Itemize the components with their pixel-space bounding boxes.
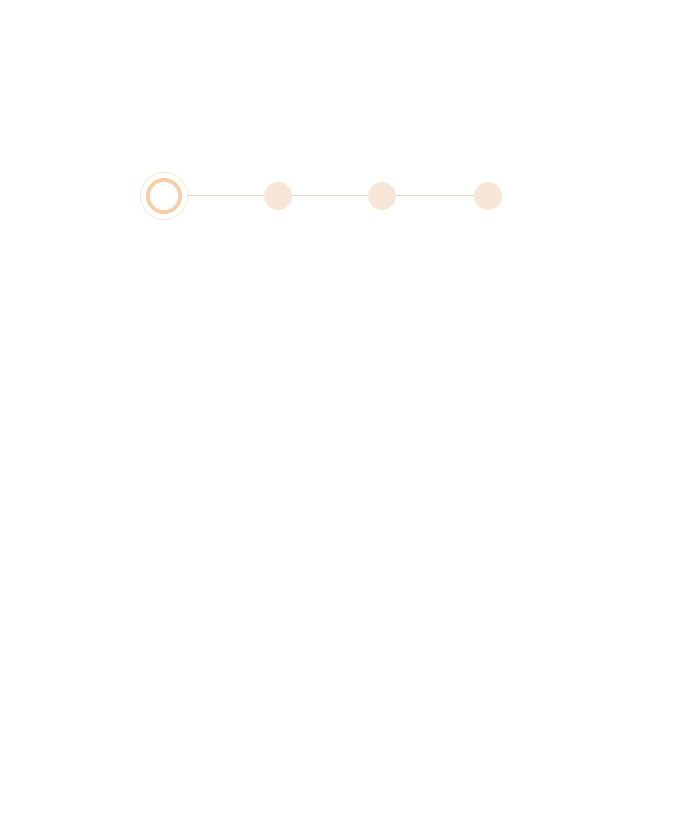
step-connector-2 (292, 195, 371, 196)
step-3-indicator[interactable] (368, 182, 396, 210)
step-connector-3 (396, 195, 478, 196)
step-4-indicator[interactable] (474, 182, 502, 210)
step-1-indicator[interactable] (140, 172, 188, 220)
step-1-inner-ring (149, 181, 179, 211)
step-connector-1 (188, 195, 278, 196)
step-2-indicator[interactable] (264, 182, 292, 210)
step-1-ring (146, 178, 182, 214)
progress-stepper (140, 170, 510, 222)
